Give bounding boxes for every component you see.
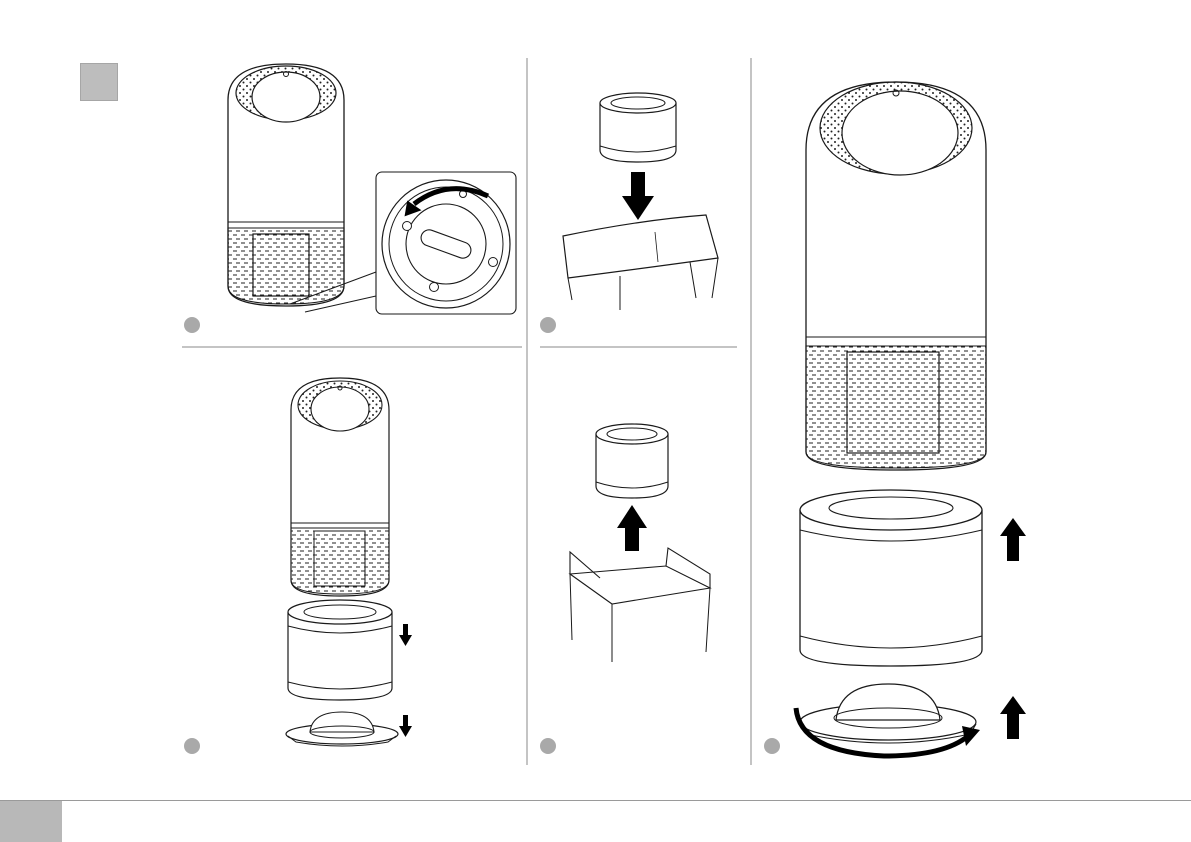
step-4-badge xyxy=(540,738,556,754)
step-1-badge xyxy=(184,317,200,333)
step-2-illustration xyxy=(540,93,718,333)
footer-bar xyxy=(0,800,1191,842)
step-1-illustration xyxy=(184,64,516,333)
step-2-badge xyxy=(540,317,556,333)
step-3-badge xyxy=(184,738,200,754)
step-5-badge xyxy=(764,738,780,754)
step-3-illustration xyxy=(184,378,412,754)
footer-page-tab xyxy=(0,801,62,842)
instruction-illustrations xyxy=(0,0,1191,800)
step-5-illustration xyxy=(764,82,1026,756)
step-4-illustration xyxy=(540,424,710,754)
